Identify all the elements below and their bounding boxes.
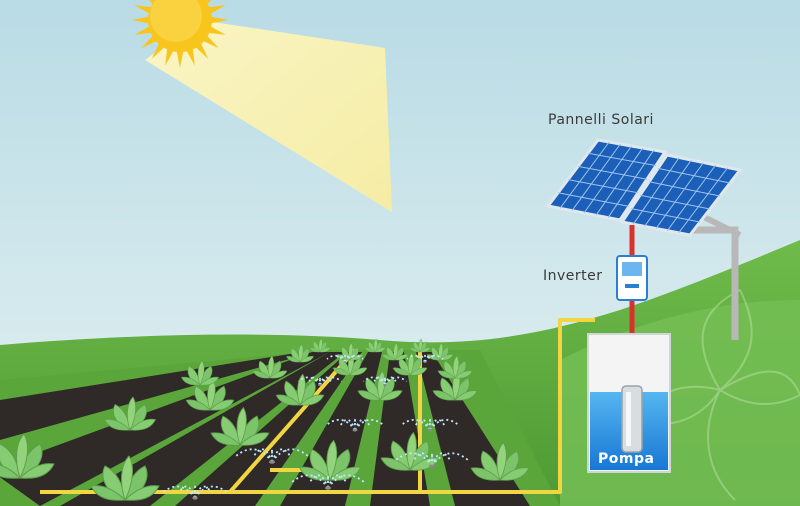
main-feed-pipe — [418, 318, 595, 494]
solar-panel-icon — [619, 153, 743, 237]
crop-plants — [0, 338, 530, 502]
solar-panel-icon — [545, 138, 668, 222]
inverter-icon — [616, 255, 648, 301]
inverter-label: Inverter — [543, 268, 603, 284]
sun-icon — [132, 0, 228, 68]
pump-icon — [587, 333, 671, 473]
pump-label: Pompa — [598, 451, 655, 467]
sprinkler-sprays — [162, 354, 469, 500]
panel-arm — [698, 212, 742, 238]
solar-panels-label: Pannelli Solari — [548, 112, 654, 128]
sun-beam — [145, 20, 392, 212]
